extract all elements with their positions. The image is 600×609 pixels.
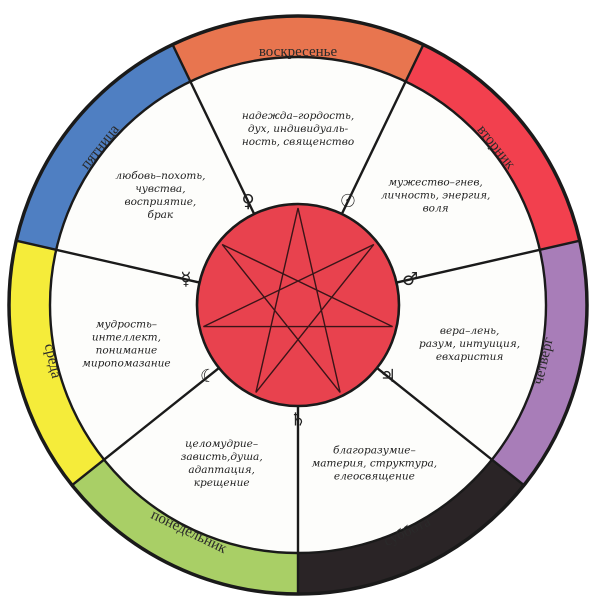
virtue-line: восприятие, <box>124 196 196 208</box>
sector-divider <box>396 239 581 284</box>
day-label-6: среда <box>41 342 64 380</box>
virtue-text-1: надежда–гордость,дух, индивидуаль-ность,… <box>242 110 354 148</box>
virtue-line: крещение <box>194 477 250 489</box>
virtue-line: благоразумие– <box>333 445 416 457</box>
ring-segment-1 <box>172 16 424 82</box>
sector-dividers <box>15 44 581 594</box>
jupiter-icon: ♃ <box>380 366 396 387</box>
virtue-line: вера–лень, <box>440 325 499 337</box>
virtue-line: брак <box>148 209 174 221</box>
virtue-line: любовь–похоть, <box>115 170 205 182</box>
virtue-line: надежда–гордость, <box>242 110 354 122</box>
mars-icon: ♂ <box>402 269 418 290</box>
virtue-line: мудрость– <box>96 319 157 331</box>
mercury-icon: ☿ <box>180 269 191 290</box>
heptagram-icon <box>203 207 393 393</box>
sector-divider <box>71 367 220 487</box>
virtue-line: чувства, <box>135 183 185 195</box>
virtue-text-7: любовь–похоть,чувства,восприятие,брак <box>115 170 205 221</box>
ring-segment-2 <box>405 44 580 250</box>
virtue-line: мужество–гнев, <box>388 176 482 188</box>
center-disc <box>195 202 401 408</box>
virtue-line: адаптация, <box>188 464 255 476</box>
ring-segment-7 <box>16 44 191 250</box>
virtue-line: миропомазание <box>82 358 170 370</box>
virtue-line: интеллект, <box>92 332 161 344</box>
virtue-line: евхаристия <box>436 351 504 363</box>
venus-icon: ♀ <box>242 191 255 212</box>
virtue-line: зависть,душа, <box>181 451 263 463</box>
day-label-1: воскресенье <box>259 44 338 60</box>
virtue-line: материя, структура, <box>312 458 438 470</box>
virtue-text-5: целомудрие–зависть,душа,адаптация,крещен… <box>181 438 263 489</box>
virtue-line: понимание <box>96 345 158 357</box>
virtue-text-2: мужество–гнев,личность, энергия,воля <box>381 176 491 214</box>
sector-divider <box>171 44 256 215</box>
virtue-line: ность, священство <box>242 136 354 148</box>
virtue-line: целомудрие– <box>185 438 258 450</box>
virtue-line: разум, интуиция, <box>419 338 520 350</box>
virtue-line: елеосвящение <box>334 471 415 483</box>
virtue-line: личность, энергия, <box>381 189 491 201</box>
virtue-text-4: благоразумие–материя, структура,елеосвящ… <box>312 445 438 483</box>
sector-divider <box>15 239 200 284</box>
virtue-text-3: вера–лень,разум, интуиция,евхаристия <box>419 325 520 363</box>
ring-inner-circle <box>48 55 548 555</box>
saturn-icon: ♄ <box>290 410 306 431</box>
sector-divider <box>376 367 525 487</box>
center-circle <box>195 202 401 408</box>
virtue-line: воля <box>423 202 449 214</box>
virtue-line: дух, индивидуаль- <box>248 123 349 135</box>
moon-icon: ☾ <box>200 366 216 387</box>
outer-circle <box>7 14 589 596</box>
sun-icon: ☉ <box>340 191 356 212</box>
sector-divider <box>340 44 425 215</box>
circle-outlines <box>7 14 589 596</box>
